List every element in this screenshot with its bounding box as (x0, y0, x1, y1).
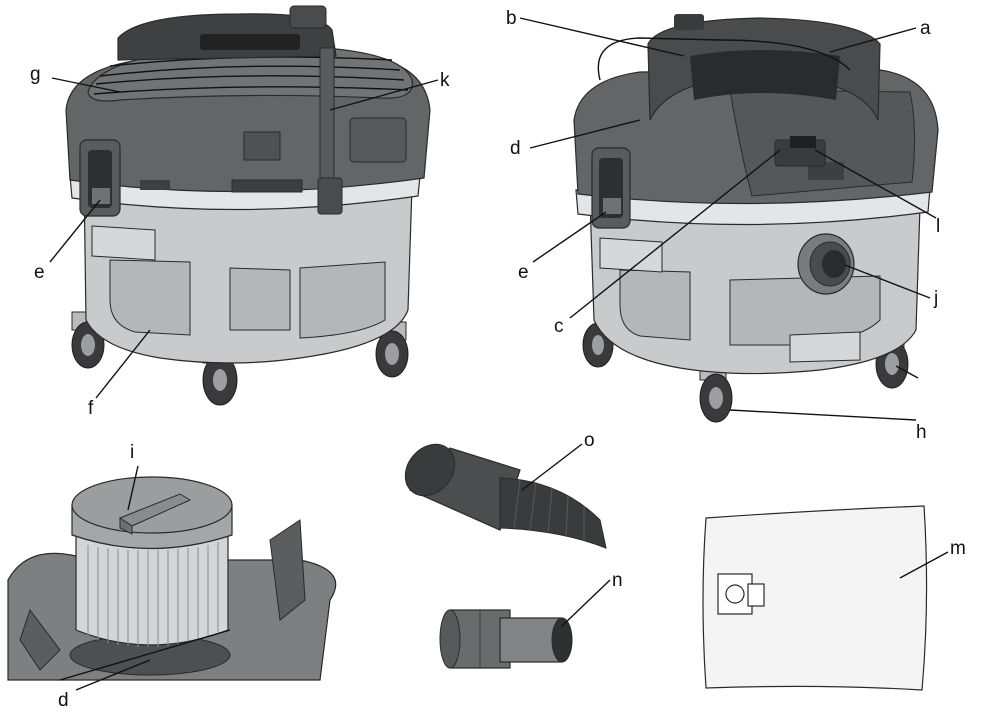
filter-grip (118, 493, 192, 535)
carry-handle-front (597, 14, 881, 121)
label-j: j (933, 288, 938, 309)
label-n: n (612, 570, 623, 591)
hose-strap (317, 47, 343, 215)
label-a: a (920, 18, 931, 39)
leader-lines (49, 17, 949, 691)
label-d-bottom: d (58, 690, 69, 711)
label-e-right: e (518, 262, 529, 283)
power-switch (774, 136, 826, 167)
callout-labels: g k e f b a d e l c j h i o m n d (30, 8, 966, 711)
carry-handle-rear (117, 5, 337, 61)
label-g: g (30, 64, 41, 85)
vacuum-rear-view (65, 5, 431, 406)
filter-bag (702, 505, 928, 691)
wheel-front-center (699, 359, 733, 423)
wheel-rear-right (375, 321, 409, 378)
label-b: b (506, 8, 517, 29)
label-i: i (130, 442, 134, 463)
filter-cartridge-view (7, 476, 337, 681)
hose-inlet (797, 233, 855, 295)
side-latch-front (591, 147, 631, 229)
label-h: h (916, 422, 927, 443)
label-c: c (554, 316, 564, 337)
label-l: l (936, 216, 940, 237)
label-m: m (950, 538, 966, 559)
label-d-top: d (510, 138, 521, 159)
hose-connector (404, 443, 607, 549)
label-o: o (584, 430, 595, 451)
label-k: k (440, 70, 450, 91)
side-latch-rear (79, 139, 121, 217)
label-f: f (88, 398, 94, 419)
label-e-left: e (34, 262, 45, 283)
vacuum-front-view (573, 14, 939, 423)
adapter-sleeve (439, 609, 573, 669)
